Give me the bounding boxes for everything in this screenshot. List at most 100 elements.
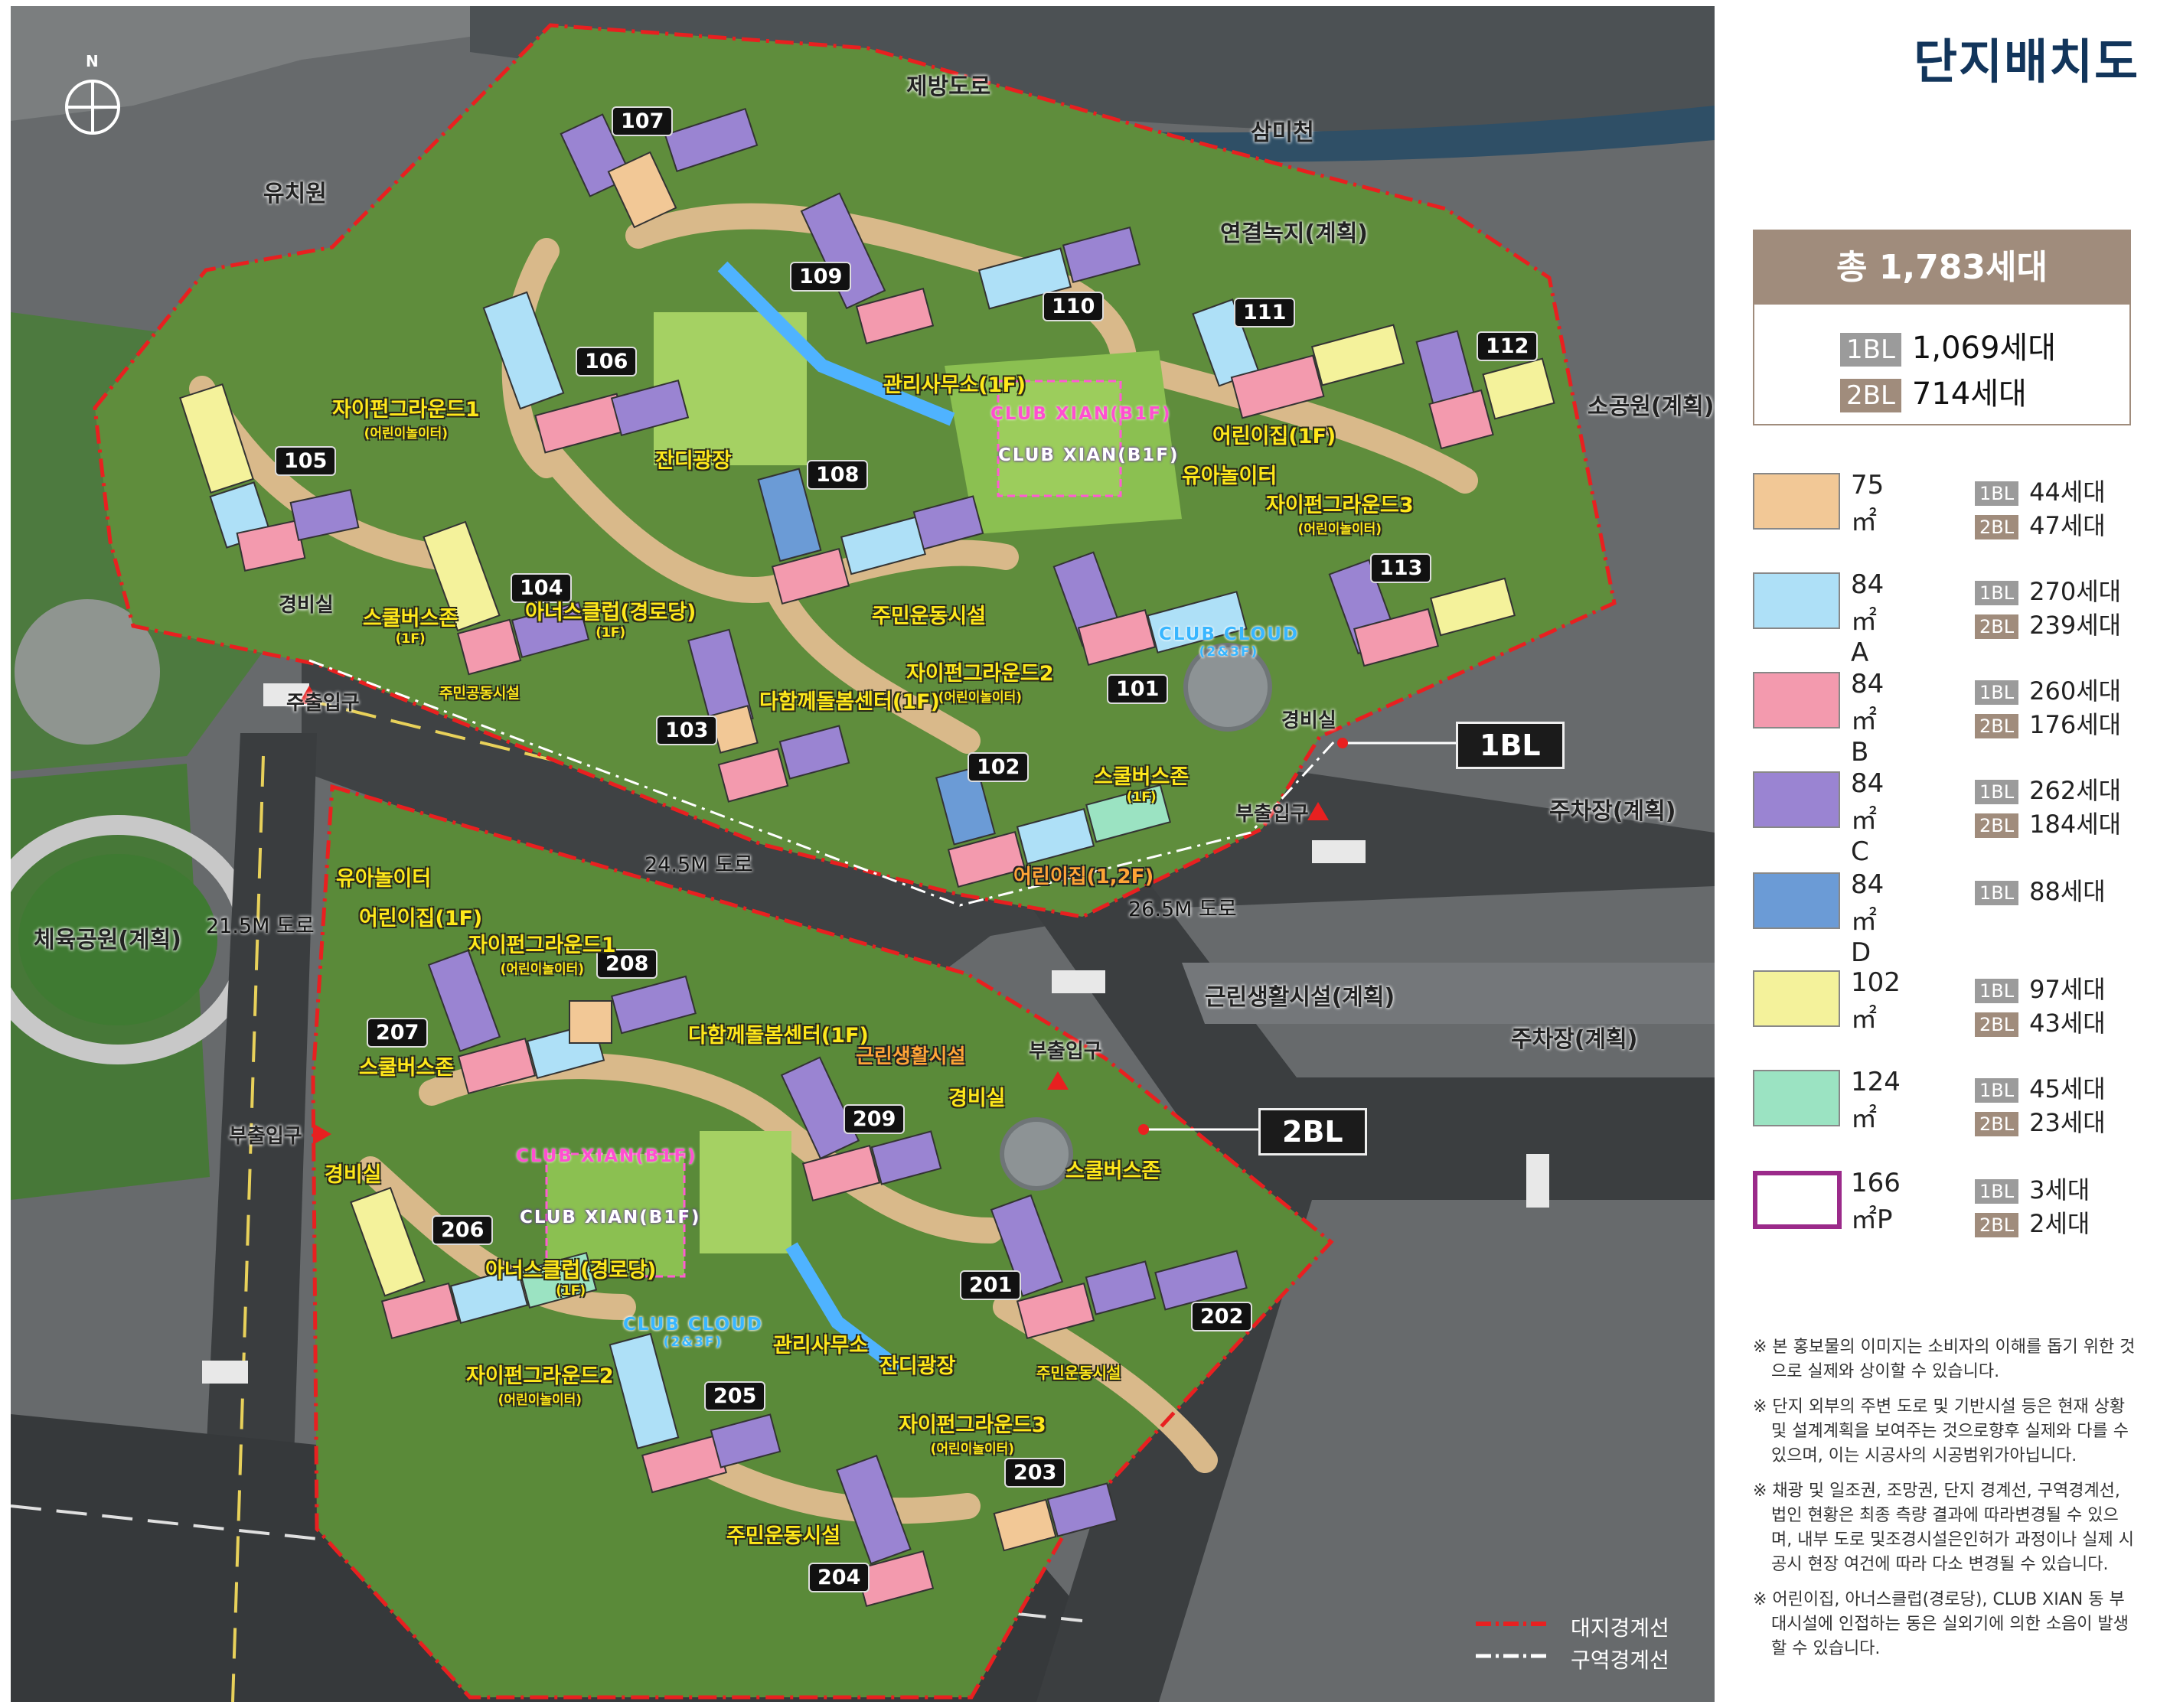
legend-block-badge: 2BL <box>1975 1112 2019 1136</box>
label-guardhouse-3: 경비실 <box>948 1087 1006 1110</box>
legend-count-value: 184세대 <box>2029 810 2122 839</box>
legend-unit-type: 84㎡C <box>1851 768 1885 867</box>
building-113: 113 <box>1370 553 1432 583</box>
building-111: 111 <box>1234 298 1296 328</box>
label-fun-ground-2: 자이펀그라운드2(어린이놀이터) <box>906 662 1054 706</box>
legend-block-badge: 2BL <box>1975 813 2019 838</box>
compass-letter: N <box>86 52 99 70</box>
building-103: 103 <box>656 715 718 745</box>
block-count: 714세대 <box>1911 376 2027 412</box>
label-guardhouse-1: 경비실 <box>279 594 334 617</box>
building-104: 104 <box>511 573 573 603</box>
legend-block-badge: 2BL <box>1975 1213 2019 1237</box>
label-daycare: 어린이집(1F) <box>1212 425 1336 448</box>
building-106: 106 <box>576 347 638 376</box>
block-badge: 2BL <box>1840 379 1901 412</box>
label-road-26-5: 26.5M 도로 <box>1128 898 1237 921</box>
label-guardhouse-2: 경비실 <box>1281 709 1336 732</box>
legend-unit-type: 124㎡ <box>1851 1067 1901 1134</box>
building-108: 108 <box>807 460 869 490</box>
label-lawn-plaza: 잔디광장 <box>655 449 732 473</box>
legend-swatch <box>1753 473 1840 530</box>
building-207: 207 <box>367 1018 429 1048</box>
site-map: N 유치원 제방도로 삼미천 연결녹지(계획) 소공원(계획) 체육공원(계획)… <box>11 6 1715 1702</box>
label-small-park: 소공원(계획) <box>1588 393 1715 420</box>
legend-block-badge: 2BL <box>1975 1012 2019 1037</box>
label-kindergarten: 유치원 <box>263 181 327 207</box>
legend-count-value: 45세대 <box>2029 1074 2106 1103</box>
total-row-2bl: 2BL 714세대 <box>1840 369 2027 413</box>
block-badge: 1BL <box>1840 333 1901 367</box>
label-club-xian-1: CLUB XIAN(B1F) <box>990 404 1172 424</box>
legend-count: 2BL 2세대 <box>1975 1204 2090 1240</box>
label-honors-club-2: 아너스클럽(경로당)(1F) <box>485 1259 657 1299</box>
building-107: 107 <box>612 106 674 136</box>
legend-swatch <box>1753 1070 1840 1126</box>
building-201: 201 <box>960 1270 1022 1300</box>
label-office: 관리사무소(1F) <box>883 373 1026 397</box>
label-lawn-plaza-2: 잔디광장 <box>879 1354 956 1378</box>
label-club-xian-2b: CLUB XIAN(B1F) <box>520 1208 701 1227</box>
legend-unit-type: 84㎡B <box>1851 669 1885 768</box>
label-care-center-1: 다함께돌봄센터(1F) <box>759 690 940 714</box>
label-club-cloud-1: CLUB CLOUD(2&3F) <box>1159 624 1299 660</box>
label-daycare-3: 어린이집(1F) <box>359 907 483 931</box>
building-206: 206 <box>432 1215 494 1245</box>
label-fitness-1: 주민운동시설 <box>872 605 987 628</box>
label-parking-2: 주차장(계획) <box>1511 1026 1638 1053</box>
disclaimer-notes: ※ 본 홍보물의 이미지는 소비자의 이해를 돕기 위한 것으로 실제와 상이할… <box>1753 1335 2136 1672</box>
building-105: 105 <box>275 446 337 476</box>
legend-unit-type: 84㎡A <box>1851 569 1885 668</box>
legend-block-badge: 1BL <box>1975 780 2019 804</box>
upper-left-block <box>11 6 485 121</box>
note-1: ※ 본 홍보물의 이미지는 소비자의 이해를 돕기 위한 것으로 실제와 상이할… <box>1753 1338 2136 1381</box>
label-main-entrance: 주출입구 <box>286 692 360 715</box>
legend-count-value: 2세대 <box>2029 1209 2090 1238</box>
label-fun-ground-1: 자이펀그라운드1(어린이놀이터) <box>332 398 480 442</box>
block-2bl <box>313 787 1331 1697</box>
label-club-xian-2: CLUB XIAN(B1F) <box>516 1146 697 1166</box>
boundary-lines-icon <box>1476 1622 1549 1658</box>
legend-swatch <box>1753 970 1840 1027</box>
callout-1bl: 1BL <box>1456 722 1565 769</box>
label-neighborhood-facility: 근린생활시설 <box>856 1045 966 1068</box>
note-2: ※ 단지 외부의 주변 도로 및 기반시설 등은 현재 상황 및 설계계획을 보… <box>1753 1397 2129 1465</box>
building-109: 109 <box>790 262 852 292</box>
legend-block-badge: 2BL <box>1975 515 2019 539</box>
label-office-2: 관리사무소 <box>773 1334 869 1358</box>
label-sub-entrance-2: 부출입구 <box>1029 1040 1102 1063</box>
label-school-bus-2: 스쿨버스존(1F) <box>1094 765 1189 805</box>
legend-count-value: 239세대 <box>2029 611 2122 640</box>
legend-unit-type: 84㎡D <box>1851 869 1885 968</box>
label-road-21-5: 21.5M 도로 <box>206 914 315 938</box>
legend-count-value: 88세대 <box>2029 877 2106 906</box>
label-fun-ground-3: 자이펀그라운드3(어린이놀이터) <box>1266 494 1414 537</box>
legend-count-value: 44세대 <box>2029 478 2106 507</box>
legend-block-badge: 1BL <box>1975 680 2019 705</box>
label-guardhouse-4: 경비실 <box>325 1163 382 1187</box>
note-3: ※ 채광 및 일조권, 조망권, 단지 경계선, 구역경계선, 법인 현황은 최… <box>1753 1481 2134 1574</box>
legend-swatch <box>1753 1171 1842 1229</box>
label-toddler-playground: 유아놀이터 <box>1182 464 1278 488</box>
label-fun-ground-2bl-3: 자이펀그라운드3(어린이놀이터) <box>899 1413 1046 1457</box>
callout-2bl: 2BL <box>1258 1108 1367 1156</box>
legend-count-value: 97세대 <box>2029 975 2106 1004</box>
label-sub-entrance-3: 부출입구 <box>229 1125 302 1148</box>
label-community-1: 주민공동시설 <box>439 685 520 702</box>
legend-swatch <box>1753 672 1840 729</box>
legend-unit-type: 75㎡ <box>1851 470 1885 537</box>
total-households: 총 1,783세대 <box>1754 231 2129 305</box>
building-101: 101 <box>1107 674 1169 704</box>
legend-block-badge: 1BL <box>1975 1078 2019 1103</box>
building-203: 203 <box>1004 1458 1066 1488</box>
legend-block-badge: 1BL <box>1975 1179 2019 1204</box>
label-levee-road: 제방도로 <box>906 73 991 100</box>
road-right <box>1006 856 1715 1702</box>
